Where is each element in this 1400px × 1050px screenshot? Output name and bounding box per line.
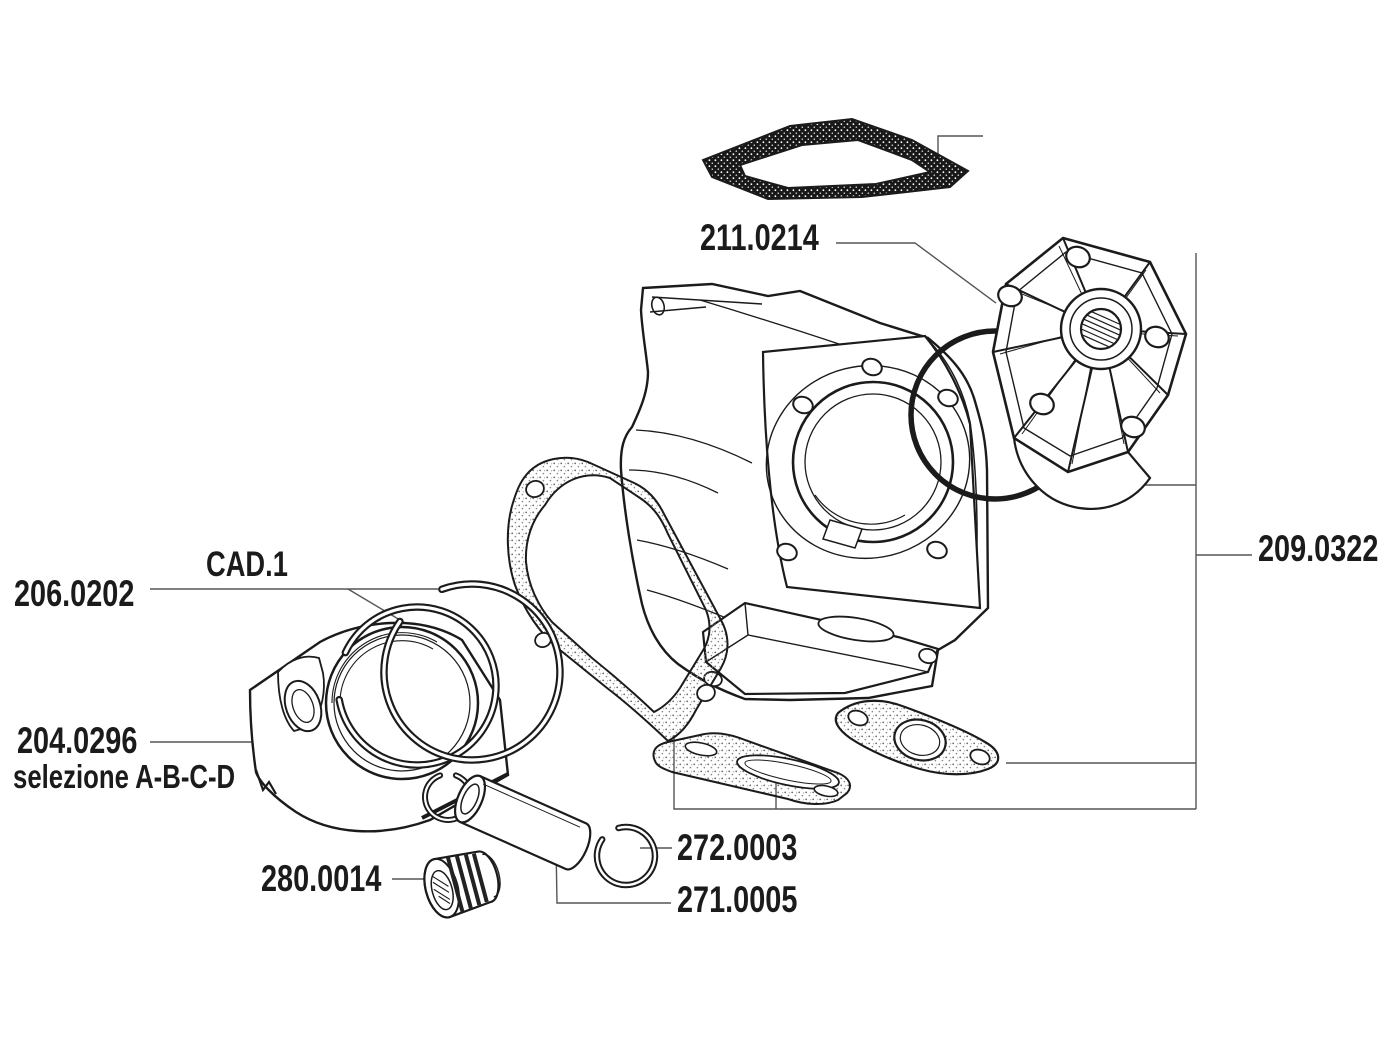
part-label-gasket-set: 209.0322 — [1258, 528, 1379, 569]
part-label-piston: 204.0296 — [17, 720, 138, 761]
part-label-pin-clips: 272.0003 — [677, 827, 798, 868]
part-label-head-cover: 211.0214 — [700, 217, 819, 258]
part-label-bearing: 280.0014 — [261, 858, 382, 899]
leader-head-cover — [836, 242, 997, 304]
part-label-piston-selection: selezione A-B-C-D — [13, 758, 236, 795]
needle-bearing-drawing — [423, 850, 501, 919]
part-label-rings-type: CAD.1 — [206, 545, 288, 584]
piston-pin-drawing — [453, 774, 592, 871]
head-cover-gasket-drawing — [701, 117, 970, 201]
cylinder-head-cover-drawing — [991, 236, 1188, 510]
cylinder-drawing — [619, 282, 990, 702]
base-gasket-drawing — [506, 456, 729, 743]
part-label-piston-pin: 271.0005 — [677, 879, 798, 920]
leader-rings-diag — [347, 588, 406, 624]
oval-gasket-drawing — [834, 699, 1000, 776]
thin-gasket-drawing — [652, 732, 851, 805]
piston-rings-drawing — [335, 580, 564, 769]
pin-circlip-right-drawing — [593, 823, 659, 889]
part-label-piston-rings: 206.0202 — [14, 573, 135, 614]
